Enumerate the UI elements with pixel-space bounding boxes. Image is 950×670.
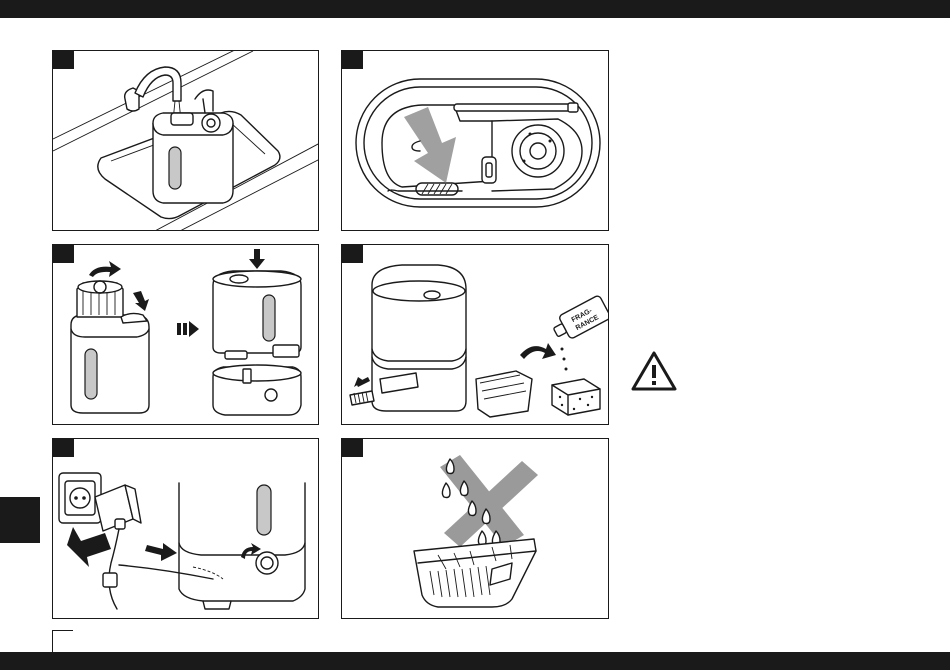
base-top-view-illustration (342, 51, 609, 231)
fragrance-illustration: FRAG- RANCE (342, 245, 609, 425)
figure-panel-assemble-tank (52, 244, 319, 425)
section-tab (0, 497, 40, 543)
assemble-tank-illustration (53, 245, 319, 425)
figure-panel-plug-in (52, 438, 319, 619)
figure-number-box (342, 245, 363, 263)
figure-number-box (53, 245, 74, 263)
figure-number-box (53, 439, 74, 457)
figure-panel-fragrance: FRAG- RANCE (341, 244, 609, 425)
warning-triangle-icon (630, 350, 678, 392)
plug-in-illustration (53, 439, 319, 619)
figure-panel-no-water (341, 438, 609, 619)
figure-number-box (342, 51, 363, 69)
figure-number-box (342, 439, 363, 457)
top-header-bar (0, 0, 950, 18)
page-corner-marker (52, 630, 73, 653)
no-water-illustration (342, 439, 609, 619)
figure-panel-fill-tank (52, 50, 319, 231)
figure-panel-base-top-view (341, 50, 609, 231)
bottom-footer-bar (0, 652, 950, 670)
faucet-fill-illustration (53, 51, 319, 231)
figure-number-box (53, 51, 74, 69)
